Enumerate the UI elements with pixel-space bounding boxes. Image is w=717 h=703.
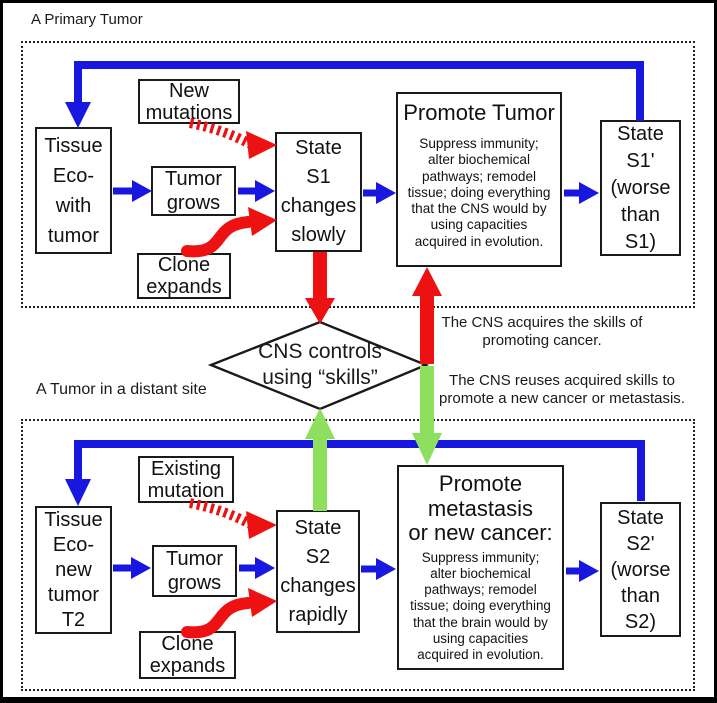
clone-expands-primary-box: Clone expands — [137, 253, 231, 299]
cns-controls-diamond-label: CNS controls using “skills” — [258, 340, 382, 389]
tissue-eco-distant-box: Tissue Eco- new tumor T2 — [35, 506, 112, 634]
distant-section-label: A Tumor in a distant site — [36, 381, 207, 398]
state-s2-box: State S2 changes rapidly — [276, 510, 360, 633]
cns-reuses-note: The CNS reuses acquired skills to promot… — [439, 372, 685, 407]
state-s1-box: State S1 changes slowly — [275, 132, 362, 252]
promote-tumor-box: Promote Tumor Suppress immunity; alter b… — [396, 92, 562, 267]
primary-section-label: A Primary Tumor — [31, 11, 143, 28]
state-s2-prime-box: State S2' (worse than S2) — [600, 502, 681, 637]
new-mutations-box: New mutations — [138, 79, 240, 124]
promote-tumor-title: Promote Tumor — [403, 100, 555, 125]
promote-metastasis-body: Suppress immunity; alter biochemical pat… — [410, 549, 551, 663]
promote-metastasis-title: Promote metastasis or new cancer: — [408, 471, 553, 545]
primary-section-border — [21, 41, 695, 308]
promote-metastasis-box: Promote metastasis or new cancer: Suppre… — [397, 465, 564, 670]
existing-mutation-box: Existing mutation — [138, 456, 234, 503]
state-s1-prime-box: State S1' (worse than S1) — [600, 120, 681, 256]
tumor-grows-primary-box: Tumor grows — [151, 166, 236, 216]
tumor-grows-distant-box: Tumor grows — [152, 545, 237, 597]
clone-expands-distant-box: Clone expands — [139, 631, 236, 679]
cns-acquires-note: The CNS acquires the skills of promoting… — [441, 314, 643, 349]
distant-section-border — [21, 419, 695, 691]
promote-tumor-body: Suppress immunity; alter biochemical pat… — [407, 136, 551, 249]
tissue-eco-primary-box: Tissue Eco- with tumor — [35, 127, 112, 254]
